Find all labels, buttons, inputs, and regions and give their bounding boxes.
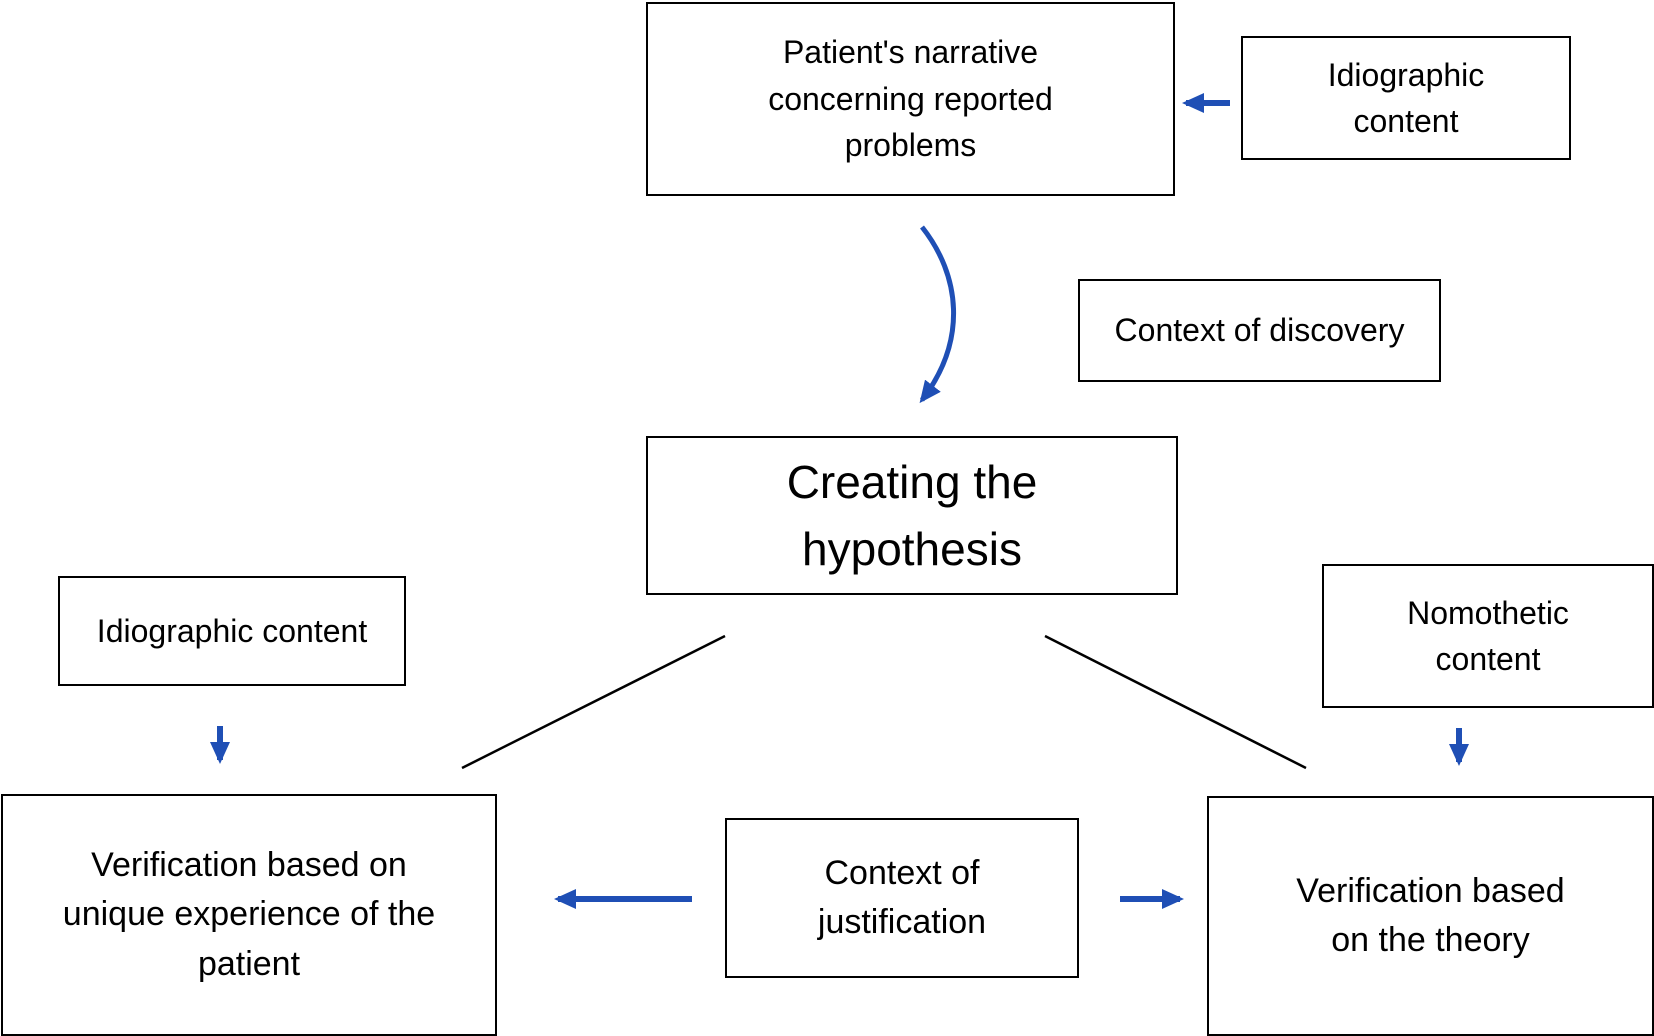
patient-narrative-label: Patient's narrative concerning reported … bbox=[768, 34, 1053, 164]
verification-theory-label: Verification based on the theory bbox=[1296, 871, 1565, 959]
context-justification-label: Context of justification bbox=[817, 853, 987, 941]
curved-arrow-narrative-to-hypothesis bbox=[919, 225, 957, 404]
idiographic-left-box: Idiographic content bbox=[58, 576, 406, 686]
line-hypothesis-to-verification-unique bbox=[461, 634, 726, 770]
nomothetic-label: Nomothetic content bbox=[1407, 594, 1569, 677]
context-discovery-box: Context of discovery bbox=[1078, 279, 1441, 382]
idiographic-top-box: Idiographic content bbox=[1241, 36, 1571, 160]
nomothetic-box: Nomothetic content bbox=[1322, 564, 1654, 708]
verification-theory-box: Verification based on the theory bbox=[1207, 796, 1654, 1036]
verification-unique-box: Verification based on unique experience … bbox=[1, 794, 497, 1036]
creating-hypothesis-label: Creating the hypothesis bbox=[786, 455, 1038, 575]
idiographic-left-label: Idiographic content bbox=[96, 612, 368, 649]
patient-narrative-box: Patient's narrative concerning reported … bbox=[646, 2, 1175, 196]
context-justification-box: Context of justification bbox=[725, 818, 1079, 978]
creating-hypothesis-box: Creating the hypothesis bbox=[646, 436, 1178, 595]
idiographic-top-label: Idiographic content bbox=[1327, 56, 1485, 139]
verification-unique-label: Verification based on unique experience … bbox=[62, 846, 436, 983]
line-hypothesis-to-verification-theory bbox=[1044, 634, 1307, 770]
context-discovery-label: Context of discovery bbox=[1114, 312, 1405, 349]
